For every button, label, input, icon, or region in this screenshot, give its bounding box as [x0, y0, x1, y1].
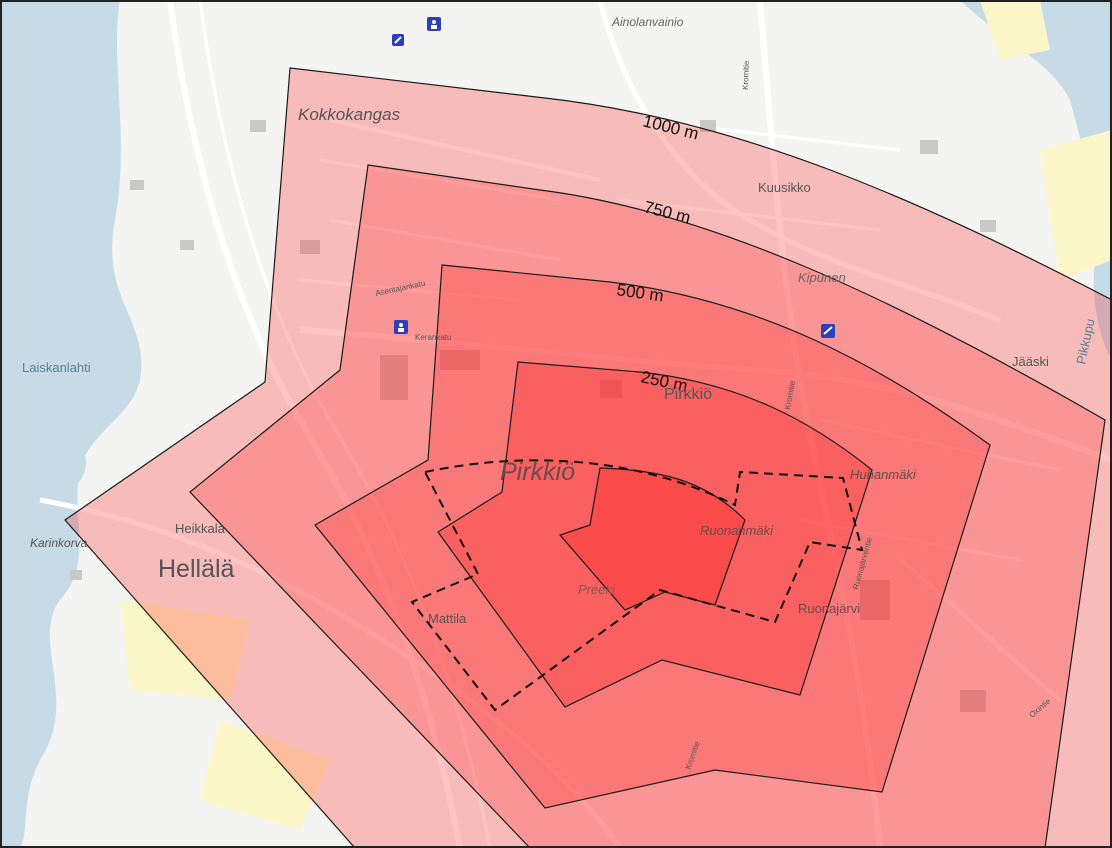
place-preeki: Preeki [578, 582, 616, 597]
place-ruonajarvi: Ruonajärvi [798, 601, 860, 616]
school-icon[interactable] [394, 320, 408, 334]
place-kuusikko: Kuusikko [758, 180, 811, 195]
zone-250m[interactable] [437, 361, 873, 708]
place-ruonanmaki: Ruonanmäki [700, 523, 774, 538]
place-hellala: Hellälä [158, 555, 235, 583]
school-icon[interactable] [821, 324, 835, 338]
school-icon[interactable] [392, 34, 404, 46]
school-icon[interactable] [427, 17, 441, 31]
place-mattila: Mattila [428, 611, 467, 626]
core-area-boundary[interactable] [410, 459, 864, 712]
field-areas [120, 0, 1112, 830]
place-pirkkio-large: Pirkkiö [500, 458, 575, 486]
place-kipunen: Kipunen [798, 270, 846, 285]
zone-500m[interactable] [314, 264, 991, 809]
road-network [39, 0, 1112, 848]
place-jaaski: Jääski [1012, 354, 1049, 369]
place-karinkorva: Karinkorva [30, 536, 88, 550]
street-kromitie-1: Kromitie [741, 60, 751, 90]
place-heikkala: Heikkala [175, 521, 226, 536]
lake-water [0, 0, 142, 848]
buffer-zones [64, 67, 1112, 848]
zone-750m[interactable] [189, 164, 1106, 848]
river-water [960, 0, 1112, 360]
place-ainolanvainio: Ainolanvainio [611, 15, 684, 29]
street-kerankatu: Kerankatu [415, 333, 451, 342]
place-kokkokangas: Kokkokangas [298, 105, 401, 124]
place-huhanmaki: Huhanmäki [850, 467, 917, 482]
place-laiskanlahti: Laiskanlahti [22, 360, 91, 375]
place-pirkkio-small: Pirkkiö [664, 386, 712, 403]
building-blocks [70, 120, 996, 712]
